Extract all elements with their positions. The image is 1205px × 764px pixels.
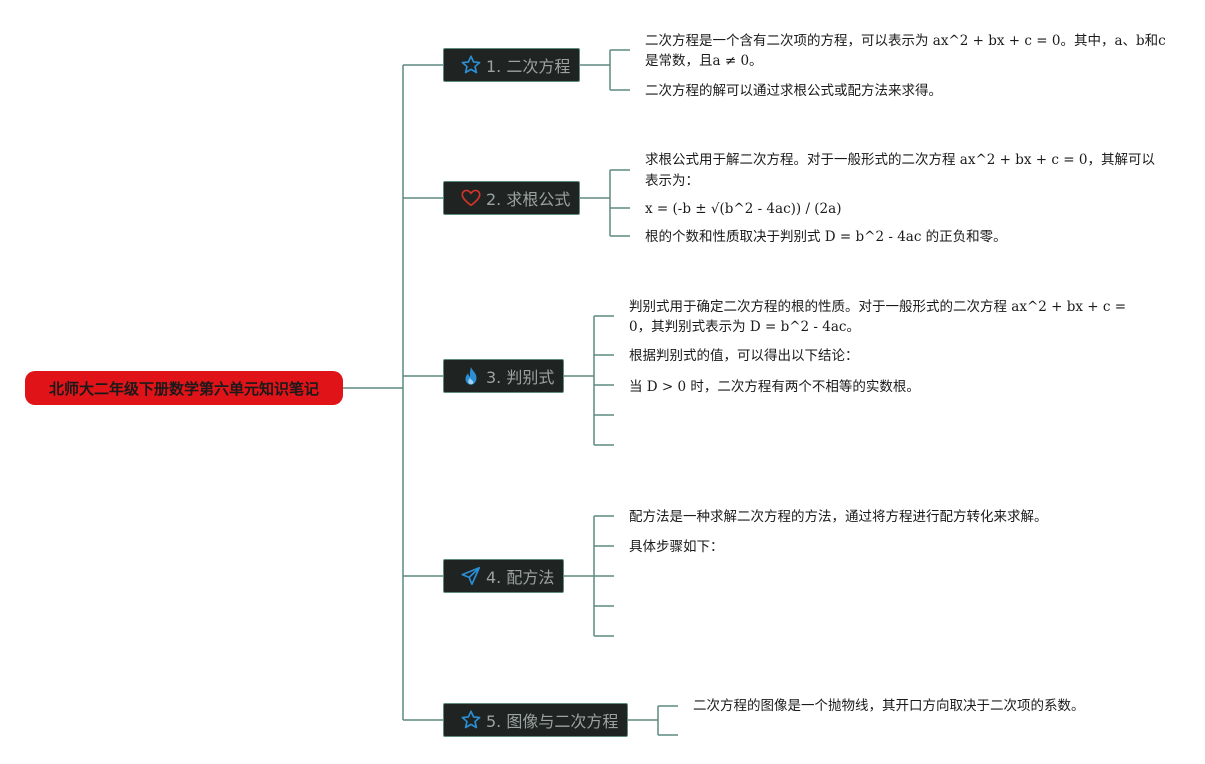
heart-icon bbox=[461, 189, 481, 207]
leaf-text: 求根公式用于解二次方程。对于一般形式的二次方程 ax^2 + bx + c = … bbox=[645, 152, 1155, 168]
topic-label: 5. 图像与二次方程 bbox=[486, 712, 619, 731]
root-node[interactable]: 北师大二年级下册数学第六单元知识笔记 bbox=[25, 371, 343, 405]
topic-label: 1. 二次方程 bbox=[486, 57, 571, 76]
topic-label: 2. 求根公式 bbox=[486, 190, 571, 209]
leaf-text: 当 D > 0 时，二次方程有两个不相等的实数根。 bbox=[629, 379, 920, 395]
topic-node-2[interactable]: 2. 求根公式 bbox=[443, 181, 580, 215]
leaf-text: 表示为： bbox=[645, 173, 699, 189]
leaf-text: 二次方程的图像是一个抛物线，其开口方向取决于二次项的系数。 bbox=[693, 698, 1085, 714]
leaf-text: 0，其判别式表示为 D = b^2 - 4ac。 bbox=[629, 319, 860, 335]
leaf-text: 根据判别式的值，可以得出以下结论： bbox=[629, 348, 859, 364]
leaf-text: 是常数，且a ≠ 0。 bbox=[645, 53, 763, 69]
topic-label: 3. 判别式 bbox=[486, 368, 555, 387]
send-icon bbox=[461, 566, 481, 586]
flame-icon bbox=[465, 366, 477, 385]
leaf-text: 二次方程的解可以通过求根公式或配方法来求得。 bbox=[645, 83, 942, 99]
topic-node-4[interactable]: 4. 配方法 bbox=[443, 559, 564, 593]
star-icon bbox=[461, 55, 481, 74]
topic-node-3[interactable]: 3. 判别式 bbox=[443, 359, 564, 393]
topic-label: 4. 配方法 bbox=[486, 568, 555, 587]
leaf-text: 二次方程是一个含有二次项的方程，可以表示为 ax^2 + bx + c = 0。… bbox=[645, 33, 1166, 49]
topic-node-5[interactable]: 5. 图像与二次方程 bbox=[443, 703, 628, 737]
root-title: 北师大二年级下册数学第六单元知识笔记 bbox=[48, 379, 319, 398]
leaf-text: 具体步骤如下： bbox=[629, 539, 724, 555]
leaf-text: 根的个数和性质取决于判别式 D = b^2 - 4ac 的正负和零。 bbox=[645, 229, 1007, 245]
star-icon bbox=[461, 710, 481, 729]
leaf-text: 配方法是一种求解二次方程的方法，通过将方程进行配方转化来求解。 bbox=[629, 509, 1048, 525]
topic-node-1[interactable]: 1. 二次方程 bbox=[443, 48, 580, 82]
leaf-text: 判别式用于确定二次方程的根的性质。对于一般形式的二次方程 ax^2 + bx +… bbox=[629, 299, 1127, 315]
leaf-text: x = (-b ± √(b^2 - 4ac)) / (2a) bbox=[645, 201, 842, 217]
